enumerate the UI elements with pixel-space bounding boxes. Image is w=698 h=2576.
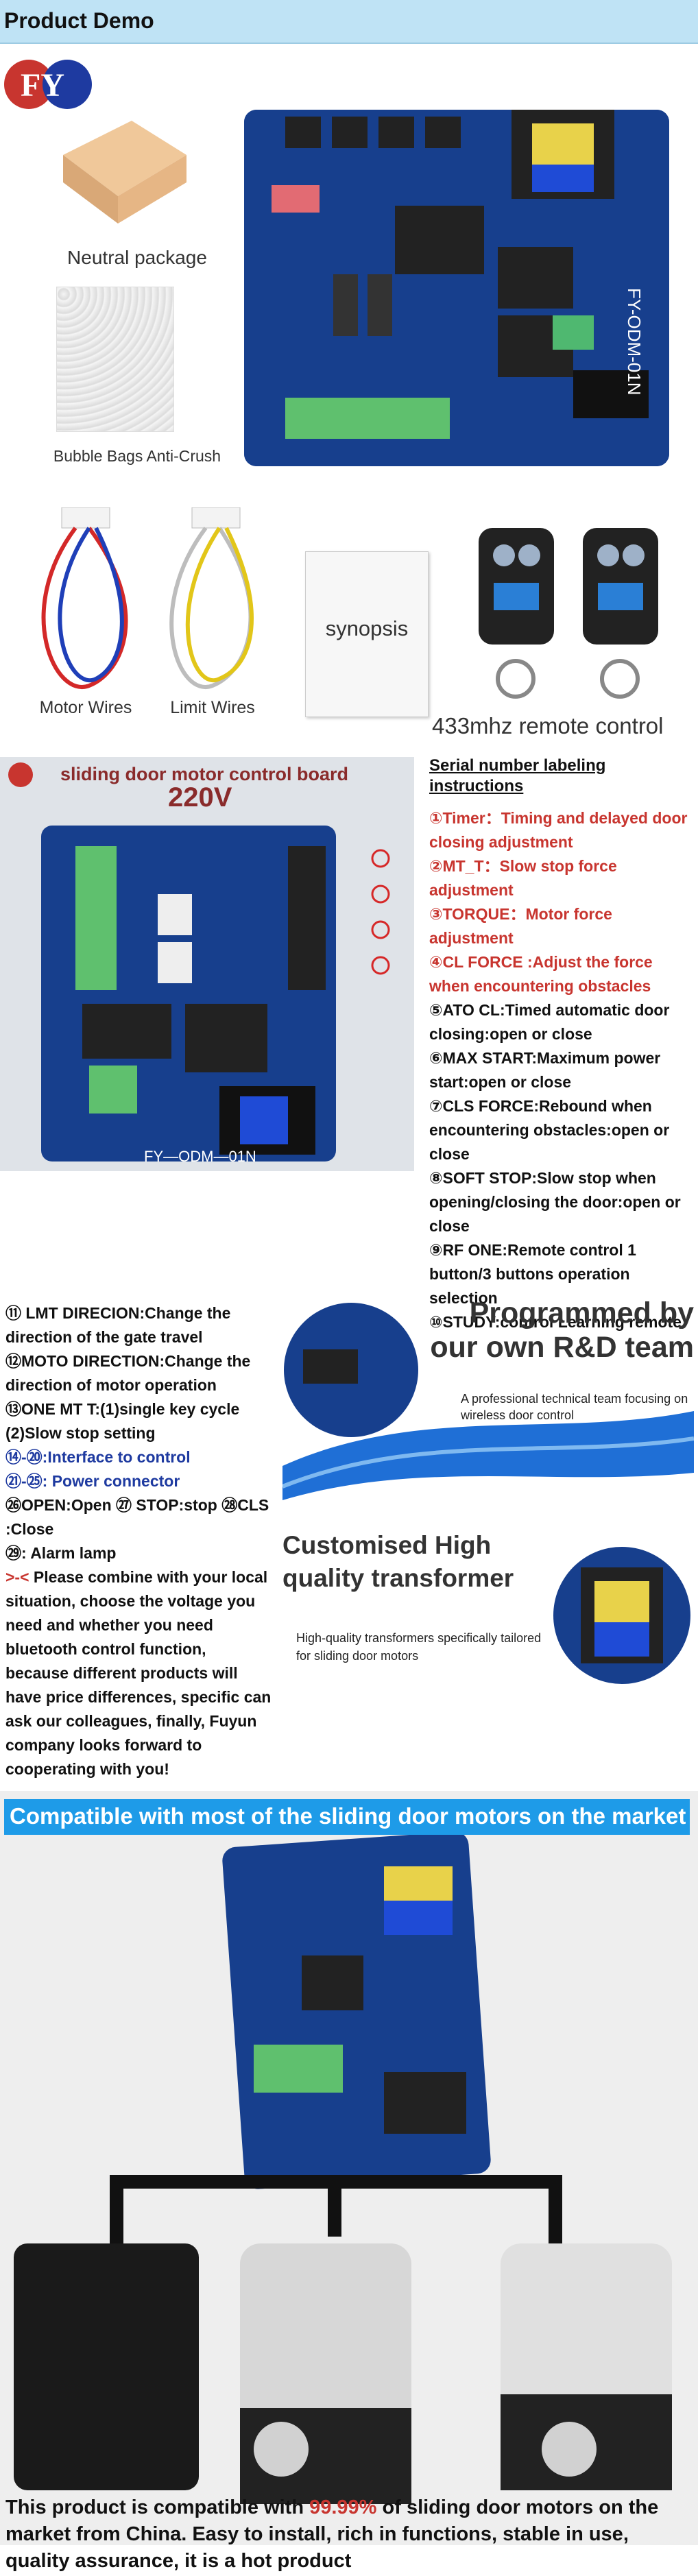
note-item: ⑫MOTO DIRECTION:Change the direction of …: [5, 1352, 251, 1394]
compatible-section: [0, 1791, 698, 2545]
rd-subtitle: A professional technical team focusing o…: [461, 1392, 688, 1422]
compatible-text-post: of sliding door motors on the market fro…: [5, 2496, 659, 2572]
annotated-board-image: sliding door motor control board 220V FY…: [0, 757, 414, 1171]
compatible-text-pre: This product is compatible with: [5, 2496, 310, 2518]
compatible-percent: 99.99%: [309, 2496, 377, 2518]
note-item: ⑭-⑳:Interface to control: [5, 1448, 191, 1466]
page-title: Product Demo: [4, 8, 154, 33]
note-item: ⑪ LMT DIRECION:Change the direction of t…: [5, 1304, 231, 1346]
serial-item: ⑤ATO CL:Timed automatic door closing:ope…: [429, 1001, 670, 1043]
serial-item: ②MT_T：Slow stop force adjustment: [429, 857, 617, 899]
limit-wires-image: [151, 507, 274, 706]
logo-letters: FY: [21, 67, 64, 104]
serial-item: ⑥MAX START:Maximum power start:open or c…: [429, 1049, 661, 1091]
note-paragraph: >-< Please combine with your local situa…: [5, 1565, 272, 1781]
neutral-package-label: Neutral package: [67, 247, 207, 268]
serial-item: ⑧SOFT STOP:Slow stop when opening/closin…: [429, 1169, 681, 1235]
motor-wires-label: Motor Wires: [39, 698, 132, 717]
svg-text:FY-ODM-01N: FY-ODM-01N: [624, 288, 645, 396]
annotated-board-voltage: 220V: [168, 782, 232, 812]
control-board-image: FY-ODM-01N: [244, 110, 669, 466]
serial-item: ①Timer：Timing and delayed door closing a…: [429, 809, 688, 851]
note-item: ㉑-㉕: Power connector: [5, 1472, 180, 1490]
bubble-bag-label: Bubble Bags Anti-Crush: [53, 447, 221, 465]
serial-item: ⑦CLS FORCE:Rebound when encountering obs…: [429, 1097, 670, 1163]
synopsis-image: synopsis: [305, 551, 429, 717]
rd-title: Programmed by our own R&D team: [430, 1297, 694, 1364]
note-item: ㉖OPEN:Open ㉗ STOP:stop ㉘CLS :Close: [5, 1496, 269, 1538]
brand-logo: FY: [4, 55, 107, 114]
note-item: ㉙: Alarm lamp: [5, 1544, 117, 1562]
serial-item: ③TORQUE：Motor force adjustment: [429, 905, 612, 947]
compatible-description: This product is compatible with 99.99% o…: [5, 2494, 684, 2575]
annotated-board-model: FY—ODM—01N: [144, 1148, 256, 1165]
transformer-panel: Customised High quality transformer High…: [282, 1526, 694, 1705]
note-item: ⑬ONE MT T:(1)single key cycle (2)Slow st…: [5, 1400, 240, 1442]
compatible-banner-text: Compatible with most of the sliding door…: [10, 1803, 686, 1829]
remote-label: 433mhz remote control: [432, 713, 664, 738]
limit-wires-label: Limit Wires: [170, 698, 255, 717]
bubble-bag-image: [56, 287, 174, 432]
annotated-board-title: sliding door motor control board: [60, 764, 348, 784]
note-text: Please combine with your local situation…: [5, 1568, 272, 1778]
transformer-subtitle: High-quality transformers specifically t…: [296, 1631, 542, 1663]
note-marker: >-<: [5, 1568, 29, 1586]
left-notes: ⑪ LMT DIRECION:Change the direction of t…: [5, 1301, 272, 1781]
motor-wires-image: [27, 507, 151, 706]
transformer-title: Customised High quality transformer: [282, 1531, 514, 1592]
synopsis-label: synopsis: [325, 616, 409, 640]
serial-item: ⑩STUDY:control Learning remote: [429, 1313, 682, 1331]
rd-team-panel: Programmed by our own R&D team A profess…: [281, 1295, 695, 1514]
page-header: Product Demo: [0, 0, 698, 44]
serial-item: ⑨RF ONE:Remote control 1 button/3 button…: [429, 1241, 636, 1307]
neutral-package-image: [49, 107, 200, 230]
remote-controls-image: [473, 521, 693, 706]
compatible-banner: Compatible with most of the sliding door…: [4, 1799, 690, 1835]
serial-item: ④CL FORCE :Adjust the force when encount…: [429, 953, 653, 995]
serial-number-instructions: Serial number labeling instructions ①Tim…: [429, 756, 693, 1334]
serial-heading: Serial number labeling instructions: [429, 756, 606, 795]
